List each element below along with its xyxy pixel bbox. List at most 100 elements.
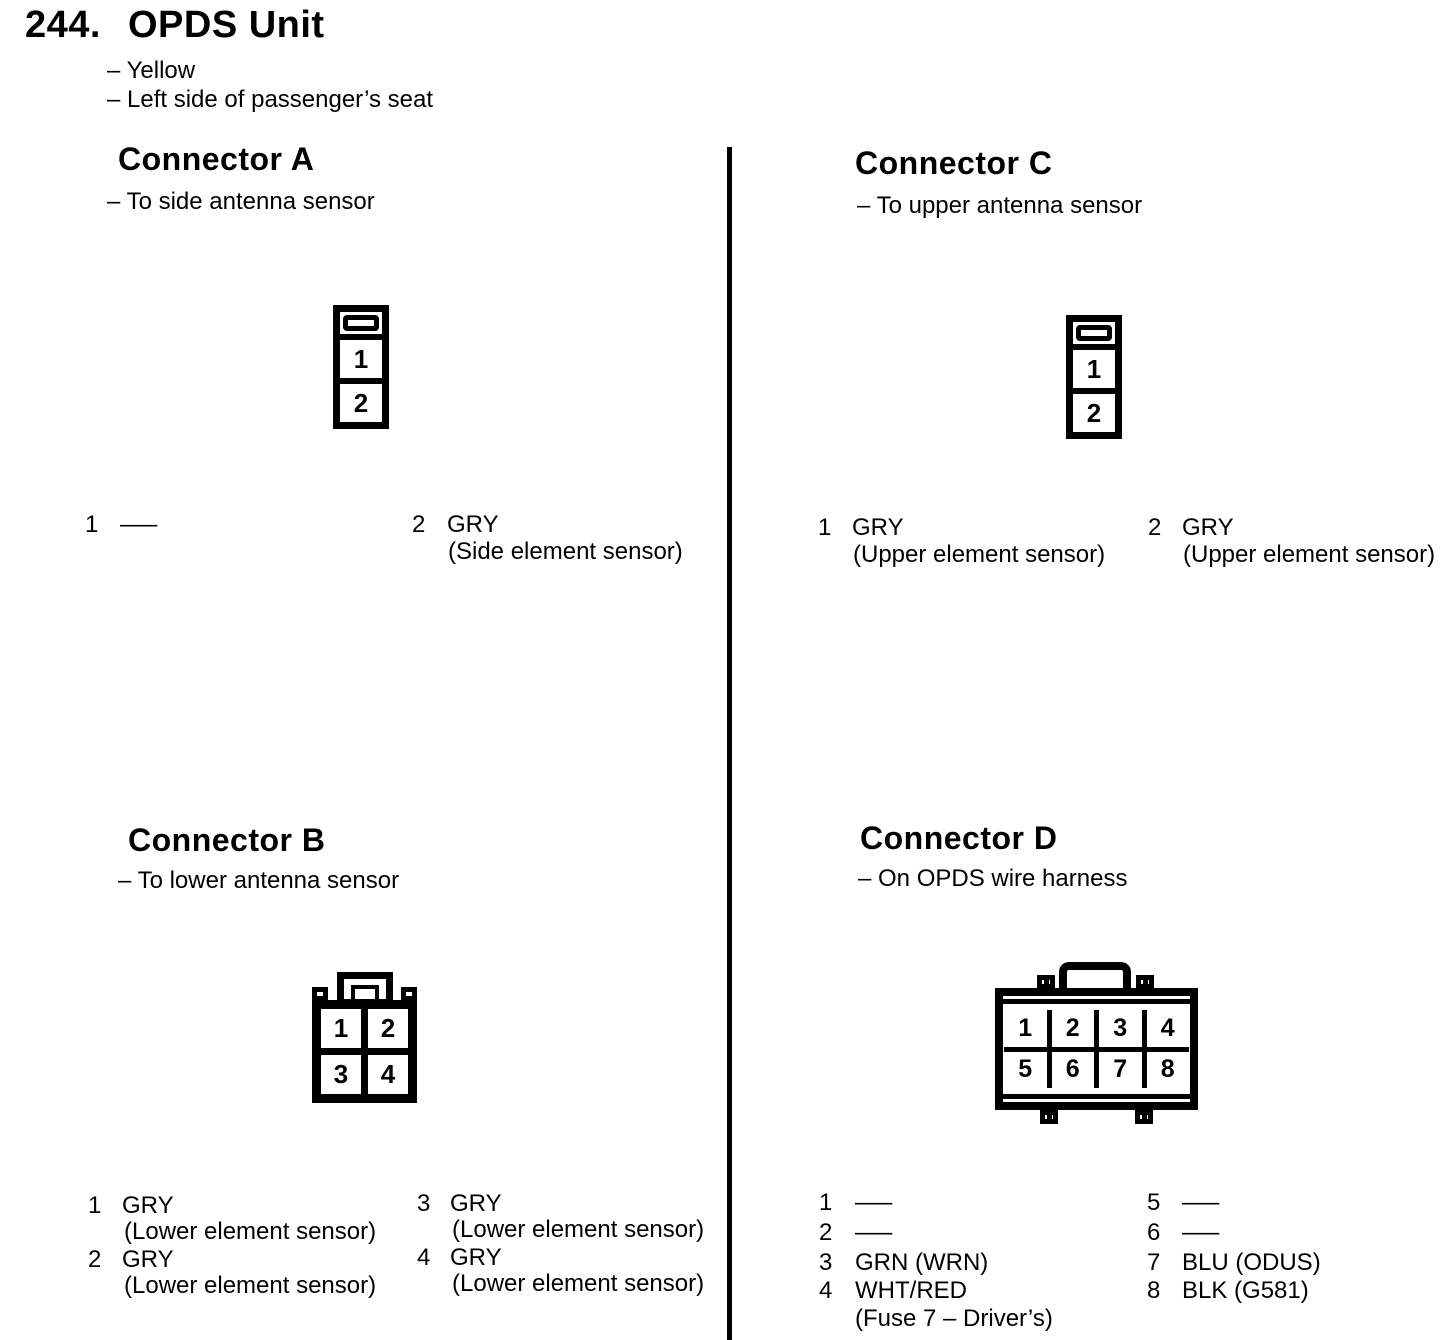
connector-b-pin2-note: (Lower element sensor) <box>124 1272 377 1299</box>
connector-d-pin8-number: 8 <box>1147 1277 1161 1304</box>
connector-a-pin2-wire: GRY <box>447 511 499 538</box>
connector-a-pin1-wire: —– <box>120 511 158 538</box>
connector-d-pin7-wire: BLU (ODUS) <box>1182 1249 1321 1276</box>
connector-b-title: Connector B <box>128 822 326 858</box>
connector-c-pin1-wire: GRY <box>852 514 904 541</box>
connector-b-body: 1 2 3 4 <box>312 1000 417 1103</box>
pin-number: 2 <box>353 387 369 418</box>
connector-d-pin-cell-7: 7 <box>1099 1051 1142 1088</box>
pin-number: 1 <box>1086 353 1102 384</box>
column-divider <box>727 147 732 1340</box>
connector-d-rim-bottom <box>1003 1094 1190 1099</box>
page-note-color: – Yellow <box>107 57 196 84</box>
connector-c-pin2-note: (Upper element sensor) <box>1183 541 1436 568</box>
pin-number: 2 <box>380 1013 396 1043</box>
connector-d-pin-cell-5: 5 <box>1004 1051 1047 1088</box>
connector-d-pin-cell-4: 4 <box>1146 1010 1189 1047</box>
connector-d-pin4-number: 4 <box>819 1277 833 1304</box>
connector-d-latch-handle <box>1059 962 1131 989</box>
pin-number: 7 <box>1113 1055 1128 1084</box>
connector-a-diagram: 1 2 <box>333 305 389 429</box>
connector-d-subtitle: – On OPDS wire harness <box>858 865 1128 892</box>
connector-b-tab-right <box>401 987 417 1001</box>
connector-b-pin-cell-4: 4 <box>368 1055 408 1094</box>
connector-b-pin1-wire: GRY <box>122 1192 174 1219</box>
connector-d-tab-top-left <box>1037 975 1055 989</box>
connector-a-subtitle: – To side antenna sensor <box>107 188 375 215</box>
connector-c-pin1-note: (Upper element sensor) <box>853 541 1106 568</box>
connector-c-diagram: 1 2 <box>1066 315 1122 439</box>
connector-b-pin4-number: 4 <box>417 1244 431 1271</box>
connector-b-pin3-wire: GRY <box>450 1190 502 1217</box>
pin-number: 6 <box>1065 1055 1080 1084</box>
connector-d-pin2-number: 2 <box>819 1219 833 1246</box>
connector-b-pin-cell-3: 3 <box>321 1055 361 1094</box>
pin-number: 8 <box>1160 1055 1175 1084</box>
connector-d-pin-cell-8: 8 <box>1146 1051 1189 1088</box>
pin-number: 2 <box>1065 1013 1080 1042</box>
connector-b-latch-inner <box>351 985 379 999</box>
connector-d-pin6-number: 6 <box>1147 1219 1161 1246</box>
connector-d-pin7-number: 7 <box>1147 1249 1161 1276</box>
connector-c-title: Connector C <box>855 145 1053 181</box>
connector-b-pin3-number: 3 <box>417 1190 431 1217</box>
connector-a-pin2-note: (Side element sensor) <box>448 538 683 565</box>
section-number: 244. <box>25 4 101 46</box>
connector-d-diagram: 1 2 3 4 5 6 7 8 <box>995 962 1198 1125</box>
connector-d-body: 1 2 3 4 5 6 7 8 <box>995 988 1198 1110</box>
pin-number: 3 <box>333 1059 349 1089</box>
connector-d-pin1-wire: —– <box>855 1189 893 1216</box>
connector-c-pin2-wire: GRY <box>1182 514 1234 541</box>
pin-number: 1 <box>353 343 369 374</box>
connector-d-tab-top-right <box>1136 975 1154 989</box>
connector-d-pin5-number: 5 <box>1147 1189 1161 1216</box>
pin-number: 4 <box>1160 1013 1175 1042</box>
connector-d-rim-top <box>1003 999 1190 1004</box>
connector-d-pin4-wire: WHT/RED <box>855 1277 967 1304</box>
connector-a-title: Connector A <box>118 141 315 177</box>
connector-a-pin-cell-2: 2 <box>340 378 382 422</box>
pin-number: 2 <box>1086 397 1102 428</box>
pin-number: 4 <box>380 1059 396 1089</box>
connector-b-pin-cell-2: 2 <box>368 1009 408 1048</box>
connector-d-pin2-wire: —– <box>855 1219 893 1246</box>
connector-d-pin4-note: (Fuse 7 – Driver’s) <box>855 1305 1053 1332</box>
connector-d-pin3-wire: GRN (WRN) <box>855 1249 989 1276</box>
connector-a-pin2-number: 2 <box>412 511 426 538</box>
connector-d-pin6-wire: —– <box>1182 1219 1220 1246</box>
connector-a-latch <box>343 315 379 331</box>
connector-b-pin3-note: (Lower element sensor) <box>452 1216 705 1243</box>
connector-c-pin-cell-1: 1 <box>1073 344 1115 388</box>
connector-d-pin3-number: 3 <box>819 1249 833 1276</box>
connector-d-pin-cell-2: 2 <box>1051 1010 1094 1047</box>
connector-d-title: Connector D <box>860 820 1058 856</box>
connector-a-pin1-number: 1 <box>85 511 99 538</box>
connector-c-subtitle: – To upper antenna sensor <box>857 192 1143 219</box>
connector-b-pin4-wire: GRY <box>450 1244 502 1271</box>
connector-b-tab-left <box>312 987 328 1001</box>
connector-c-pin-cell-2: 2 <box>1073 388 1115 432</box>
page-note-location: – Left side of passenger’s seat <box>107 86 433 113</box>
page-title: 244. OPDS Unit <box>25 4 325 47</box>
pin-number: 1 <box>333 1013 349 1043</box>
connector-c-pin1-number: 1 <box>818 514 832 541</box>
pin-number: 1 <box>1018 1013 1033 1042</box>
connector-d-pin5-wire: —– <box>1182 1189 1220 1216</box>
connector-d-pin8-wire: BLK (G581) <box>1182 1277 1309 1304</box>
connector-c-latch <box>1076 325 1112 341</box>
pin-number: 3 <box>1113 1013 1128 1042</box>
connector-d-tab-bottom-right <box>1135 1110 1153 1124</box>
pin-number: 5 <box>1018 1055 1033 1084</box>
connector-b-pin1-number: 1 <box>88 1192 102 1219</box>
connector-a-pin-cell-1: 1 <box>340 334 382 378</box>
page-title-text: OPDS Unit <box>127 4 325 46</box>
connector-b-subtitle: – To lower antenna sensor <box>118 867 400 894</box>
connector-b-pin-cell-1: 1 <box>321 1009 361 1048</box>
connector-b-pin2-wire: GRY <box>122 1246 174 1273</box>
connector-b-diagram: 1 2 3 4 <box>312 972 417 1103</box>
connector-d-pin1-number: 1 <box>819 1189 833 1216</box>
connector-b-pin1-note: (Lower element sensor) <box>124 1218 377 1245</box>
connector-d-pin-cell-6: 6 <box>1051 1051 1094 1088</box>
connector-d-tab-bottom-left <box>1040 1110 1058 1124</box>
connector-d-pin-cell-1: 1 <box>1004 1010 1047 1047</box>
